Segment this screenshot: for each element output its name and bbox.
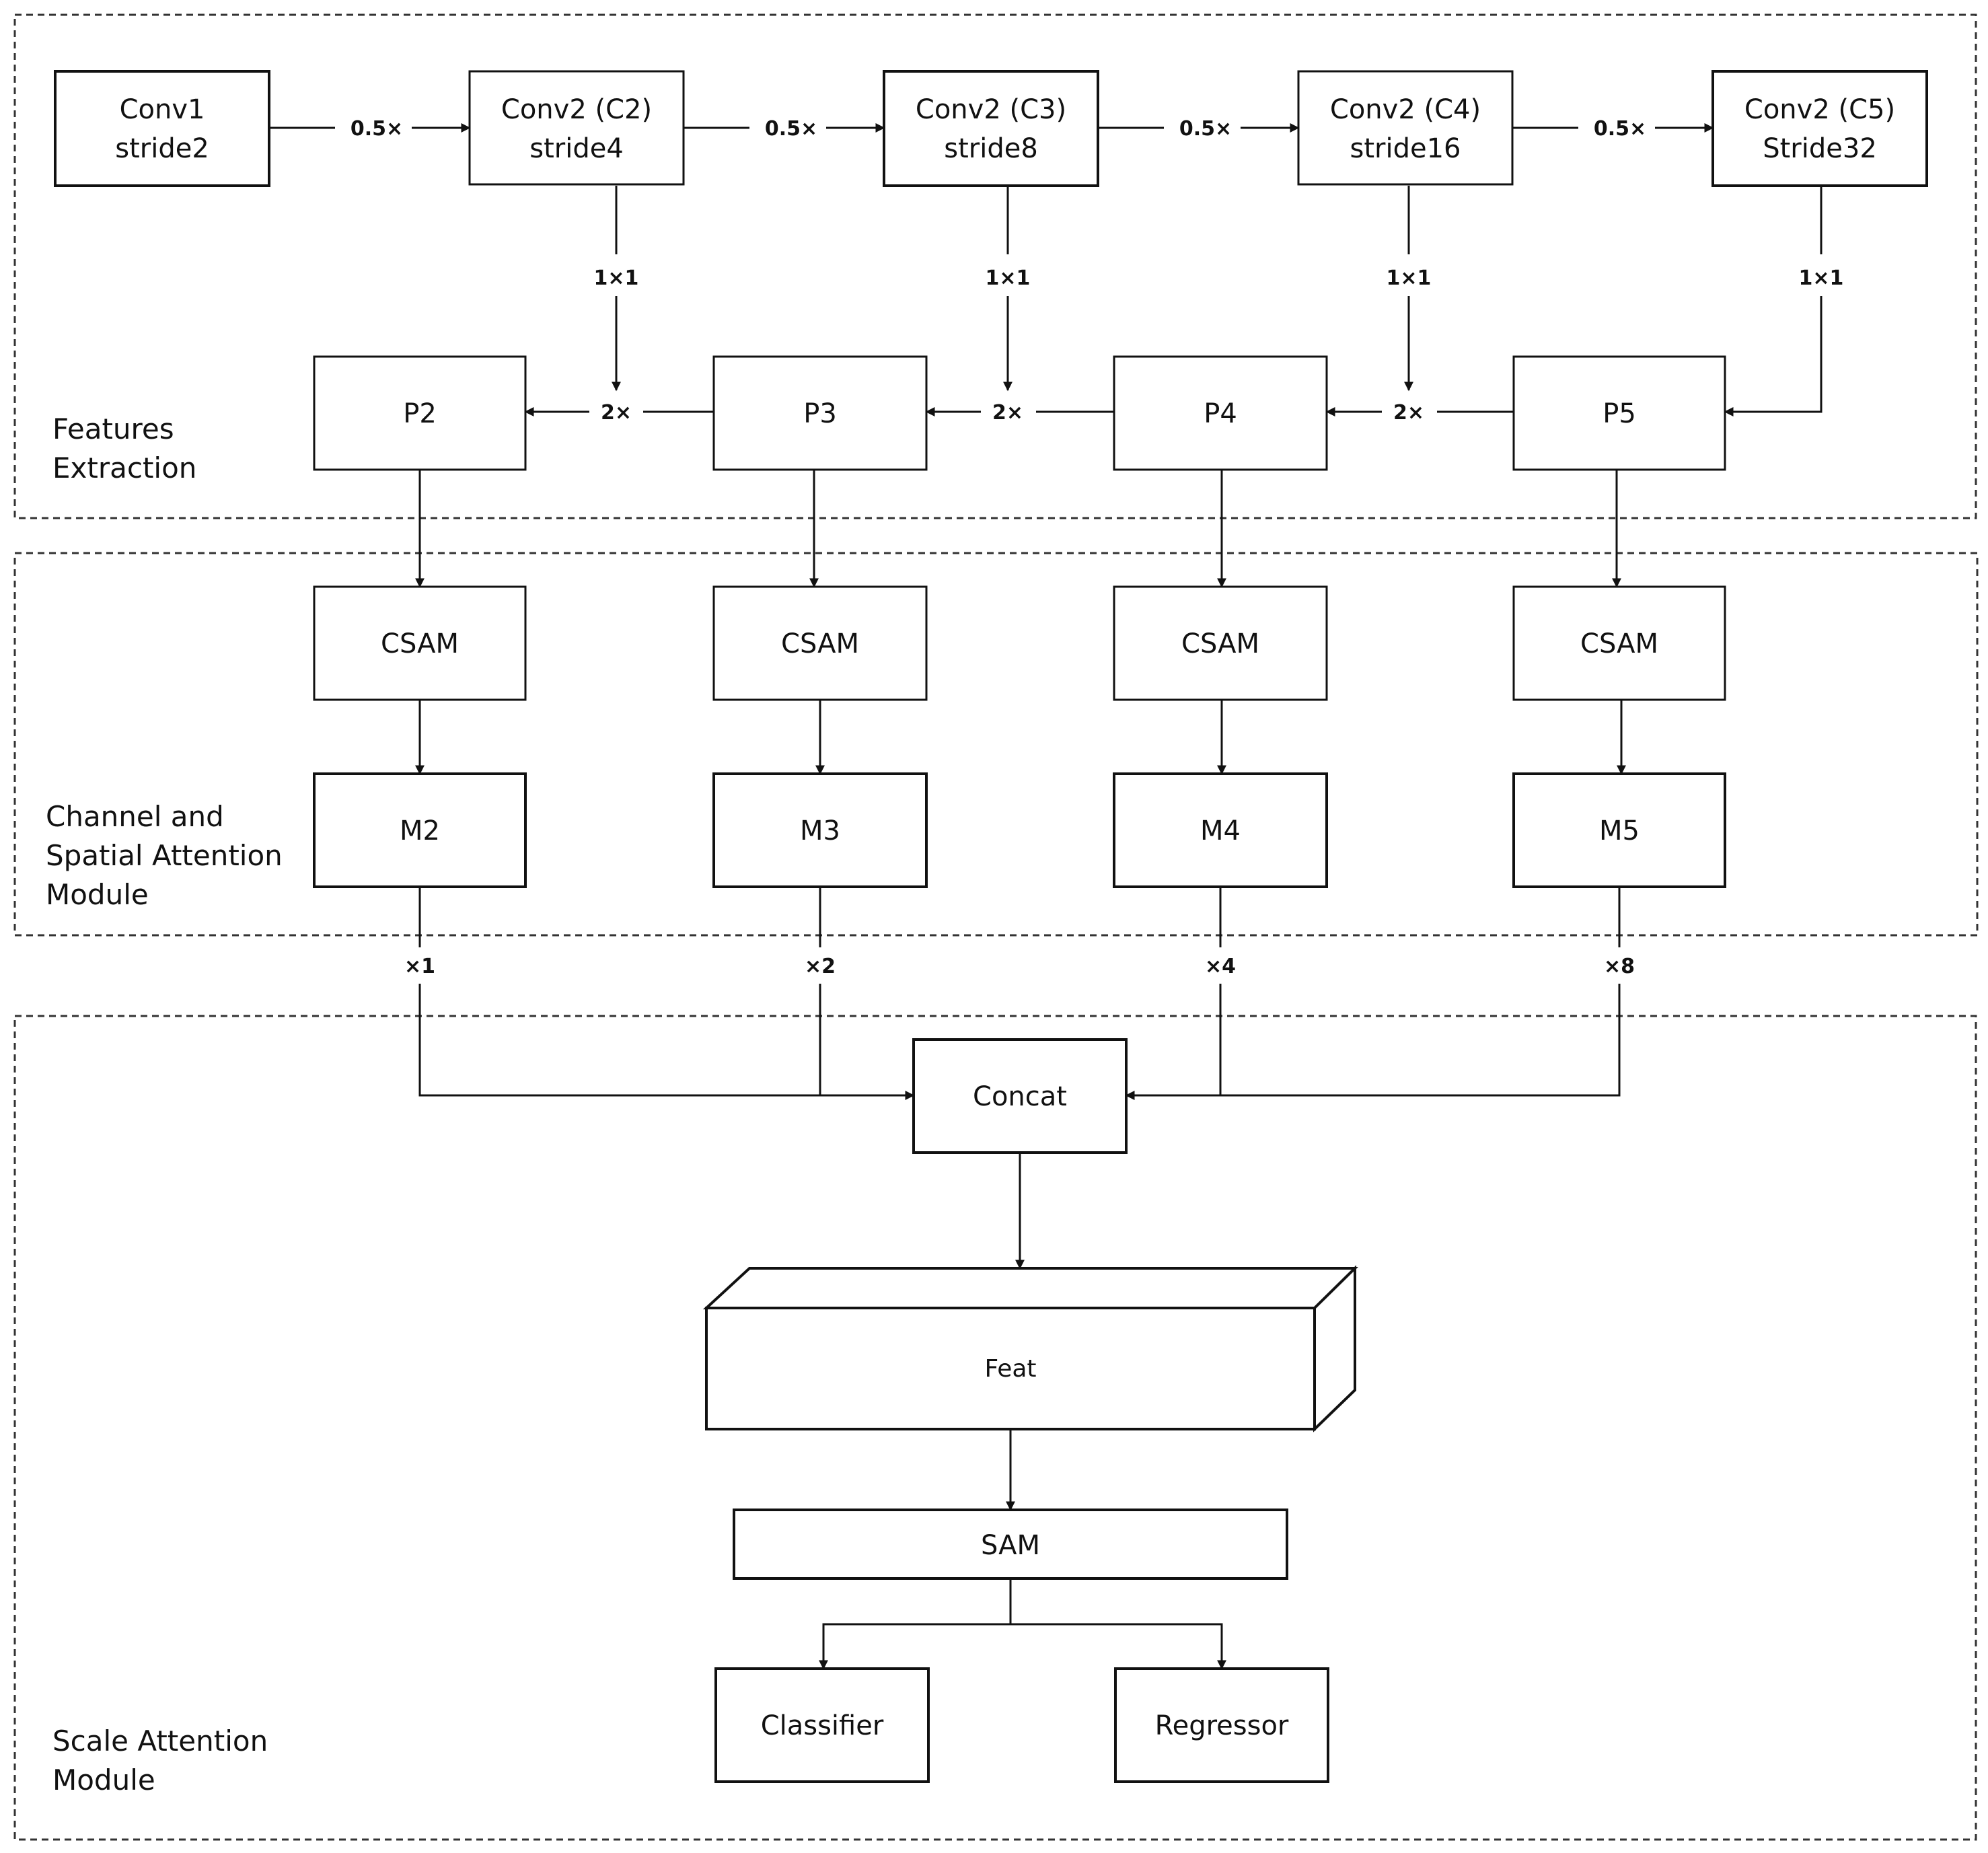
- conv-block-c2: Conv2 (C2) stride4: [468, 70, 685, 186]
- m-block-m5: M5: [1512, 772, 1726, 888]
- csam-block-label: CSAM: [781, 628, 859, 659]
- sam-to-classifier-arrow: [819, 1623, 1010, 1670]
- p-block-p3: P3: [712, 355, 928, 471]
- csam-block-label: CSAM: [381, 628, 459, 659]
- conv-block-label: Conv1: [120, 94, 205, 125]
- feat-cuboid: Feat: [702, 1265, 1358, 1432]
- lateral-label: 1×1: [594, 266, 639, 290]
- downsample-label: 0.5×: [1594, 117, 1646, 141]
- upsample-label: 2×: [1393, 401, 1424, 425]
- scale-factor-label: ×8: [1604, 955, 1635, 978]
- csam-block-label: CSAM: [1580, 628, 1658, 659]
- p-block-p4: P4: [1113, 355, 1328, 471]
- attention-section-label-line2: Spatial Attention: [46, 839, 283, 872]
- attention-section-label-line3: Module: [46, 878, 149, 911]
- csam-block-2: CSAM: [712, 585, 928, 701]
- lateral-arrow: [1724, 296, 1823, 416]
- lateral-label: 1×1: [1799, 266, 1844, 290]
- conv-block-sublabel: stride8: [944, 133, 1038, 164]
- conv-block-sublabel: stride4: [529, 133, 624, 164]
- scale-factor-label: ×1: [404, 955, 435, 978]
- conv-block-conv1: Conv1 stride2: [54, 70, 270, 187]
- conv-block-sublabel: stride2: [115, 133, 209, 164]
- scaled-m5-to-concat-arrow: [1125, 984, 1621, 1100]
- sam-block: SAM: [733, 1509, 1288, 1580]
- lateral-label: 1×1: [1387, 266, 1432, 290]
- p-block-p2: P2: [313, 355, 527, 471]
- p-block-label: P3: [803, 398, 837, 429]
- attention-section-label-line1: Channel and: [46, 800, 224, 833]
- features-section-label-line1: Features: [52, 412, 174, 445]
- m-block-label: M5: [1599, 815, 1640, 846]
- conv-block-c5: Conv2 (C5) Stride32: [1711, 70, 1928, 187]
- sam-label: SAM: [981, 1530, 1040, 1561]
- conv-block-c4: Conv2 (C4) stride16: [1297, 70, 1514, 186]
- features-section-label-line2: Extraction: [52, 451, 196, 484]
- scale-attention-section: [13, 1015, 1977, 1841]
- scale-factor-label: ×2: [805, 955, 836, 978]
- classifier-label: Classifier: [761, 1710, 884, 1741]
- classifier-block: Classifier: [714, 1667, 930, 1783]
- conv-block-sublabel: Stride32: [1763, 133, 1877, 164]
- upsample-label: 2×: [992, 401, 1023, 425]
- m-block-m2: M2: [313, 772, 527, 888]
- p-block-label: P5: [1603, 398, 1636, 429]
- conv-block-sublabel: stride16: [1350, 133, 1461, 164]
- csam-block-1: CSAM: [313, 585, 527, 701]
- sam-to-regressor-arrow: [1010, 1623, 1226, 1670]
- scale-section-label-line1: Scale Attention: [52, 1724, 268, 1757]
- conv-block-c3: Conv2 (C3) stride8: [883, 70, 1099, 187]
- feat-label: Feat: [984, 1355, 1036, 1383]
- scale-factor-label: ×4: [1205, 955, 1236, 978]
- features-extraction-section: [13, 13, 1977, 519]
- scaled-m2-to-concat-arrow: [418, 984, 915, 1100]
- channel-spatial-attention-section: [13, 552, 1979, 937]
- csam-block-3: CSAM: [1113, 585, 1328, 701]
- m-block-label: M2: [400, 815, 440, 846]
- csam-block-label: CSAM: [1181, 628, 1259, 659]
- conv-block-label: Conv2 (C5): [1744, 94, 1895, 125]
- conv-block-label: Conv2 (C2): [501, 94, 652, 125]
- m-block-m3: M3: [712, 772, 928, 888]
- concat-block: Concat: [912, 1038, 1128, 1154]
- m-block-label: M3: [800, 815, 840, 846]
- p-block-p5: P5: [1512, 355, 1726, 471]
- p-block-label: P2: [403, 398, 437, 429]
- downsample-label: 0.5×: [765, 117, 817, 141]
- scale-section-label-line2: Module: [52, 1764, 155, 1796]
- regressor-label: Regressor: [1155, 1710, 1289, 1741]
- upsample-label: 2×: [601, 401, 632, 425]
- conv-block-label: Conv2 (C3): [916, 94, 1066, 125]
- p-block-label: P4: [1204, 398, 1237, 429]
- conv-block-label: Conv2 (C4): [1330, 94, 1481, 125]
- m-block-m4: M4: [1113, 772, 1328, 888]
- m-block-label: M4: [1200, 815, 1241, 846]
- downsample-label: 0.5×: [351, 117, 403, 141]
- lateral-label: 1×1: [986, 266, 1031, 290]
- concat-label: Concat: [973, 1081, 1067, 1112]
- downsample-label: 0.5×: [1179, 117, 1232, 141]
- regressor-block: Regressor: [1114, 1667, 1329, 1783]
- csam-block-4: CSAM: [1512, 585, 1726, 701]
